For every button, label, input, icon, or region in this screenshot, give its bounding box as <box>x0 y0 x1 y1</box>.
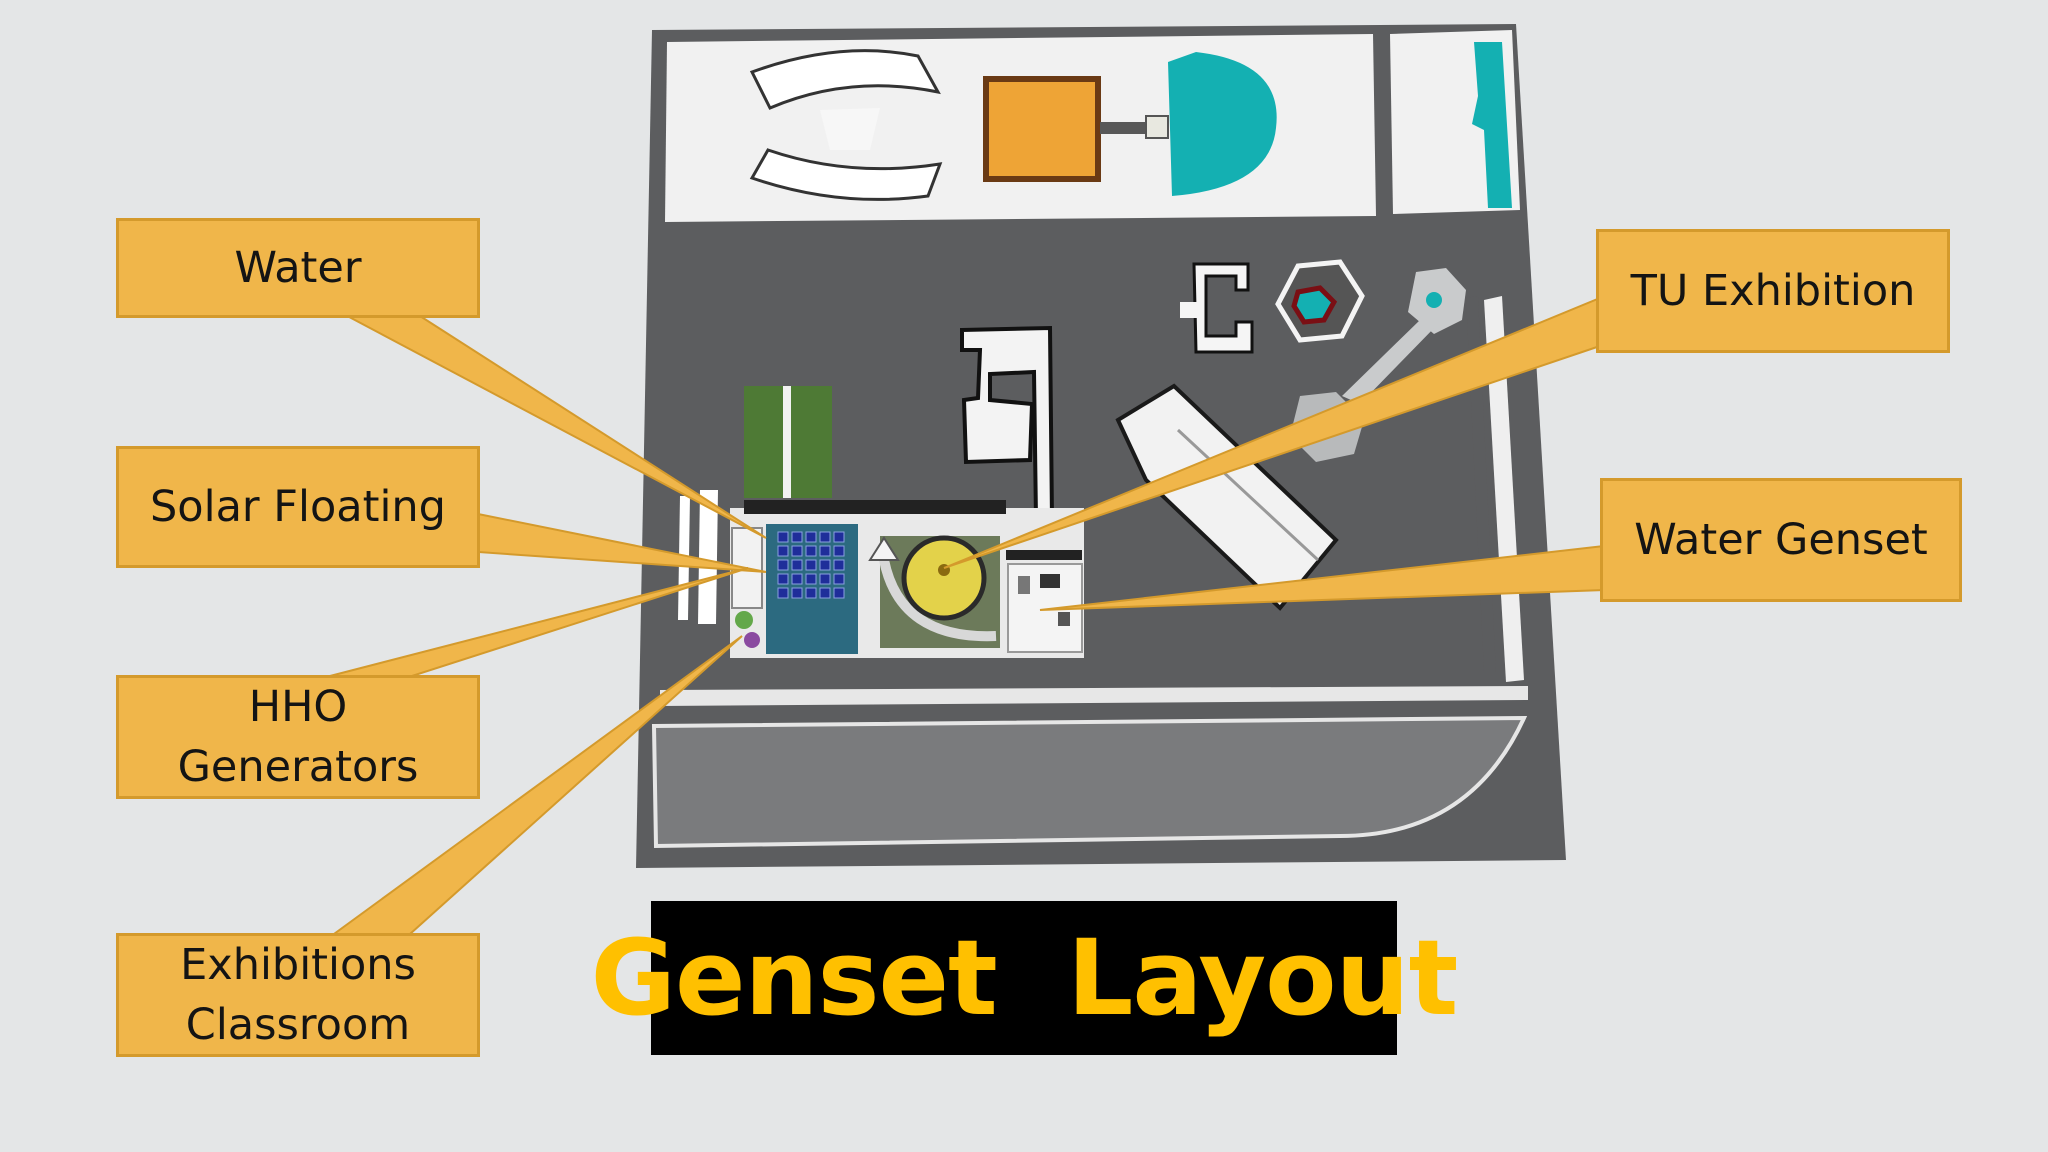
callout-exhibitions-classroom: Exhibitions Classroom <box>116 933 480 1057</box>
diagonal-building-ridge <box>1176 428 1320 562</box>
lower-walkway <box>660 686 1528 706</box>
tent <box>868 536 900 561</box>
tu-dome <box>901 535 987 621</box>
classroom-ball-a <box>735 611 753 629</box>
callout-hho-generators-label: HHO Generators <box>177 681 419 792</box>
bottom-road <box>651 715 1528 849</box>
orange-pavilion <box>983 76 1101 182</box>
page-title: Genset Layout <box>590 917 1459 1039</box>
curved-seating-top <box>749 49 941 110</box>
seating-connector <box>820 108 880 150</box>
water-genset-panel-c <box>1058 612 1070 626</box>
callout-tu-exhibition-label: TU Exhibition <box>1630 265 1916 316</box>
bracket-structure <box>1192 262 1254 354</box>
water-genset-panel-a <box>1018 576 1030 594</box>
pavilion-joint <box>1145 115 1169 139</box>
bracket-block <box>1180 302 1200 318</box>
callout-solar-floating: Solar Floating <box>116 446 480 568</box>
water-genset-panel-b <box>1040 574 1060 588</box>
teal-strip <box>1472 42 1512 208</box>
callout-hho-generators: HHO Generators <box>116 675 480 799</box>
fence-strip <box>744 500 1006 514</box>
callout-water-genset: Water Genset <box>1600 478 1962 602</box>
diagonal-building <box>1115 383 1339 611</box>
callout-water-label: Water <box>234 242 362 293</box>
teal-dome <box>1168 52 1277 196</box>
octagon-pad-dot <box>1426 292 1442 308</box>
callout-exhibitions-classroom-label: Exhibitions Classroom <box>180 939 416 1050</box>
hex-kiosk-core <box>1291 285 1338 325</box>
fence-strip-right <box>1006 550 1082 560</box>
callout-water-genset-label: Water Genset <box>1634 514 1928 565</box>
left-strip-b <box>698 490 718 624</box>
curved-seating-bottom <box>749 148 943 201</box>
grass-divider <box>783 386 791 498</box>
title-banner: Genset Layout <box>591 901 1458 1055</box>
pavilion-walkway <box>1100 122 1146 134</box>
octagon-path <box>1342 320 1438 404</box>
callout-solar-floating-label: Solar Floating <box>150 481 446 532</box>
solar-panels <box>777 531 845 599</box>
callout-water: Water <box>116 218 480 318</box>
callout-tu-exhibition: TU Exhibition <box>1596 229 1950 353</box>
garden-path <box>879 558 997 642</box>
classroom-ball-b <box>744 632 760 648</box>
